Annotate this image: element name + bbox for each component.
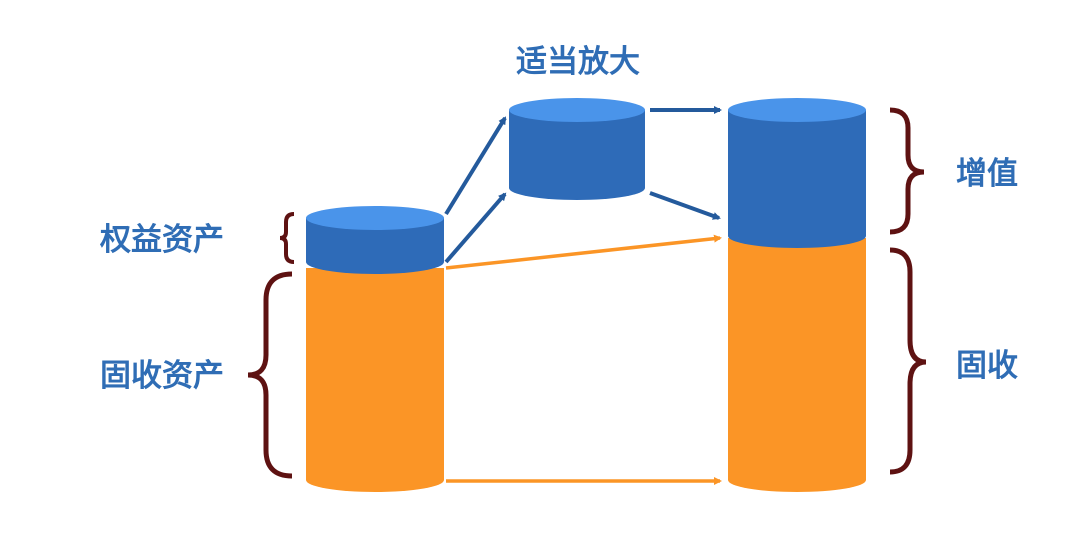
right-cylinder <box>728 98 866 492</box>
right-orange-segment <box>728 238 866 492</box>
fixed-income-brace-icon <box>889 247 927 475</box>
appreciation-brace-icon <box>889 107 925 235</box>
arrow-amplify-to-appreciation-bottom <box>649 191 721 220</box>
fixed-income-assets-label: 固收资产 <box>100 358 224 394</box>
amplify-label: 适当放大 <box>516 44 640 80</box>
fixed-income-label: 固收 <box>956 348 1018 384</box>
appreciation-label: 增值 <box>956 156 1018 192</box>
middle-top-ellipse <box>509 98 645 122</box>
arrow-equity-to-amplify-bottom <box>444 192 507 264</box>
equity-brace-icon <box>279 212 295 264</box>
middle-blue-segment <box>509 110 645 200</box>
left-cylinder <box>306 206 444 492</box>
arrow-equity-to-amplify-top <box>444 116 507 216</box>
fixed-income-assets-brace-icon <box>247 271 293 479</box>
left-top-ellipse <box>306 206 444 230</box>
arrow-fixed-top <box>445 234 722 270</box>
left-blue-segment <box>306 218 444 274</box>
right-top-ellipse <box>728 98 866 122</box>
equity-assets-label: 权益资产 <box>99 222 224 258</box>
middle-cylinder <box>509 98 645 200</box>
left-orange-segment <box>306 268 444 492</box>
right-blue-segment <box>728 110 866 248</box>
